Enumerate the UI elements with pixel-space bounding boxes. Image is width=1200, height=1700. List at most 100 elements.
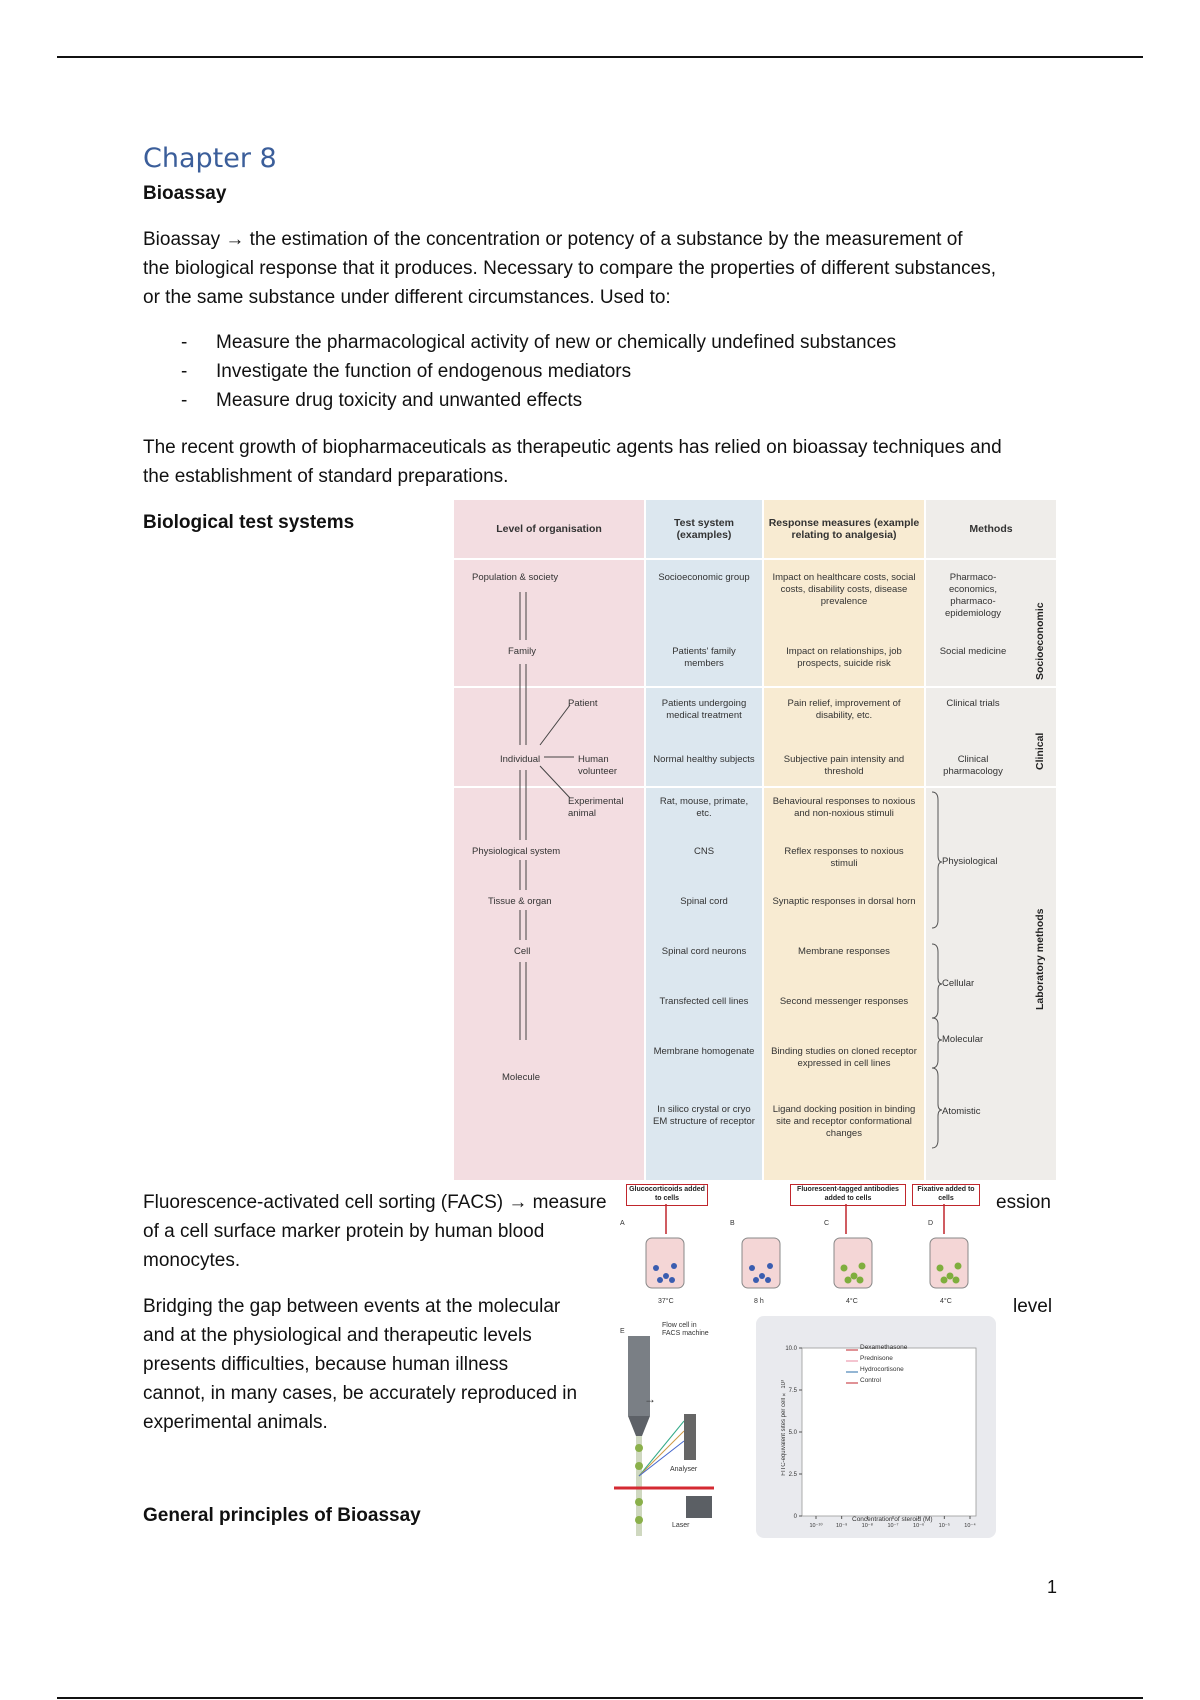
test-system-cell: CNS <box>693 846 715 857</box>
growth-paragraph: The recent growth of biopharmaceuticals … <box>143 433 1073 491</box>
temperature-label: 8 h <box>754 1298 764 1305</box>
gap-line: cannot, in many cases, be accurately rep… <box>143 1383 578 1404</box>
response-cell: Membrane responses <box>798 946 890 957</box>
test-system-cell: Rat, mouse, primate, etc. <box>659 796 749 819</box>
chapter-title: Chapter 8 <box>143 143 277 174</box>
test-system-cell: Spinal cord <box>680 896 728 907</box>
level-arrows-diagram <box>519 592 574 1040</box>
side-label: Clinical <box>1034 732 1046 770</box>
temperature-label: 37°C <box>658 1298 674 1305</box>
facs-figure: Glucocorticoids added to cells Fluoresce… <box>614 1176 1014 1541</box>
figure-box-antibodies: Fluorescent-tagged antibodies added to c… <box>790 1184 906 1206</box>
x-tick-label: 10⁻⁸ <box>862 1522 873 1529</box>
facs-line: of a cell surface marker protein by huma… <box>143 1221 545 1242</box>
test-system-cell: Patients undergoing medical treatment <box>661 698 747 721</box>
legend-entry: Dexamethasone <box>860 1344 908 1351</box>
level-label: Experimental animal <box>568 796 624 819</box>
bottom-rule <box>57 1697 1143 1699</box>
method-cell: Physiological <box>942 856 998 867</box>
heading-test-systems: Biological test systems <box>143 512 355 533</box>
legend-entry: Prednisone <box>860 1355 893 1362</box>
method-cell: Clinical pharmacology <box>943 754 1003 777</box>
method-cell: Social medicine <box>939 646 1007 657</box>
intro-paragraph: Bioassay → the estimation of the concent… <box>143 225 1073 312</box>
x-tick-label: 10⁻⁵ <box>939 1522 950 1529</box>
side-label: Socioeconomic <box>1034 602 1046 680</box>
row-divider <box>454 558 1056 560</box>
x-tick-label: 10⁻⁴ <box>964 1522 976 1529</box>
plot-area <box>801 1347 977 1517</box>
list-item: Investigate the function of endogenous m… <box>143 357 1073 386</box>
test-system-cell: In silico crystal or cryo EM structure o… <box>653 1104 755 1127</box>
panel-label: D <box>928 1220 934 1227</box>
method-brackets <box>931 791 943 1149</box>
gap-line: and at the physiological and therapeutic… <box>143 1325 532 1346</box>
response-cell: Subjective pain intensity and threshold <box>783 754 905 777</box>
temperature-label: 4°C <box>940 1298 952 1305</box>
column-test-system <box>646 500 762 1180</box>
level-label: Human volunteer <box>578 754 618 777</box>
method-cell: Pharmaco-economics, pharmaco-epidemiolog… <box>945 572 1001 619</box>
flow-cytometer-illustration <box>614 1336 714 1536</box>
laser-label: Laser <box>672 1522 690 1529</box>
growth-line: the establishment of standard preparatio… <box>143 466 509 487</box>
y-tick-label: 7.5 <box>789 1388 798 1394</box>
level-label: Patient <box>568 698 598 709</box>
test-system-cell: Membrane homogenate <box>653 1046 755 1057</box>
level-label: Molecule <box>502 1072 541 1083</box>
panel-label: A <box>620 1220 625 1227</box>
table-header: Methods <box>930 500 1052 560</box>
page-number: 1 <box>1046 1577 1057 1597</box>
level-label: Individual <box>500 754 541 765</box>
response-cell: Impact on relationships, job prospects, … <box>786 646 902 669</box>
facs-line: Fluorescence-activated cell sorting (FAC… <box>143 1192 607 1213</box>
level-label: Cell <box>514 946 531 957</box>
response-cell: Synaptic responses in dorsal horn <box>772 896 916 907</box>
y-tick-label: 0 <box>794 1514 798 1520</box>
method-cell: Clinical trials <box>946 698 1000 709</box>
analyser-label: Analyser <box>670 1466 698 1473</box>
level-label: Physiological system <box>472 846 561 857</box>
tubes-illustration <box>645 1204 969 1289</box>
list-item: Measure drug toxicity and unwanted effec… <box>143 386 1073 415</box>
method-cell: Atomistic <box>942 1106 981 1117</box>
temperature-label: 4°C <box>846 1298 858 1305</box>
test-system-cell: Transfected cell lines <box>659 996 749 1007</box>
facs-line: monocytes. <box>143 1250 241 1271</box>
test-system-cell: Spinal cord neurons <box>661 946 747 957</box>
y-tick-label: 2.5 <box>789 1472 798 1478</box>
y-tick-label: 5.0 <box>789 1430 798 1436</box>
response-cell: Binding studies on cloned receptor expre… <box>771 1046 917 1069</box>
panel-label: B <box>730 1220 735 1227</box>
level-label: Tissue & organ <box>488 896 552 907</box>
gap-line: presents difficulties, because human ill… <box>143 1354 509 1375</box>
side-label: Laboratory methods <box>1034 908 1046 1010</box>
table-header: Response measures (example relating to a… <box>768 500 920 560</box>
list-item: Measure the pharmacological activity of … <box>143 328 1073 357</box>
x-tick-label: 10⁻⁹ <box>836 1522 847 1529</box>
response-cell: Ligand docking position in binding site … <box>772 1104 916 1139</box>
column-response <box>764 500 924 1180</box>
x-axis-label: Concentration of steroid (M) <box>852 1516 933 1523</box>
response-cell: Second messenger responses <box>779 996 909 1007</box>
row-divider <box>454 686 1056 688</box>
legend-entry: Control <box>860 1377 881 1384</box>
column-methods <box>926 500 1056 1180</box>
intro-line: Bioassay → the estimation of the concent… <box>143 229 963 250</box>
y-tick-label: 10.0 <box>785 1346 797 1352</box>
panel-label: C <box>824 1220 830 1227</box>
test-system-cell: Patients' family members <box>672 646 736 669</box>
method-cell: Molecular <box>942 1034 984 1045</box>
facs-line: ession <box>996 1192 1051 1213</box>
response-cell: Reflex responses to noxious stimuli <box>784 846 904 869</box>
level-label: Population & society <box>472 572 559 583</box>
growth-line: The recent growth of biopharmaceuticals … <box>143 437 1002 458</box>
panel-label: E <box>620 1328 625 1335</box>
gap-line: experimental animals. <box>143 1412 328 1433</box>
uses-list: Measure the pharmacological activity of … <box>143 328 1073 415</box>
test-system-cell: Normal healthy subjects <box>653 754 755 765</box>
x-tick-label: 10⁻⁷ <box>887 1522 898 1529</box>
response-cell: Impact on healthcare costs, social costs… <box>772 572 916 607</box>
y-axis-label: FITC-equivalent sites per cell × 10³ <box>781 1380 787 1476</box>
response-cell: Behavioural responses to noxious and non… <box>772 796 916 819</box>
